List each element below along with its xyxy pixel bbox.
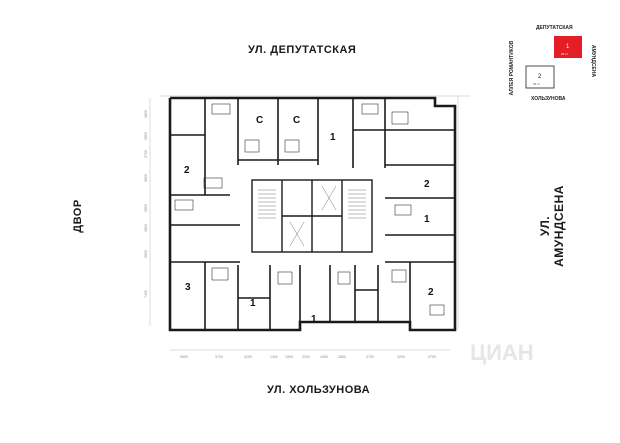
apartment-label: 2 [184,165,190,176]
minimap-section-1 [554,36,582,58]
dimension-label: 3700 [215,355,223,359]
dimension-label: 3600 [144,250,148,258]
left-dimensions: 4800 2800 2700 3600 2800 4800 3600 7400 [144,110,148,298]
dimension-label: 7400 [144,290,148,298]
apartment-label: 1 [250,298,256,309]
dimension-label: 3600 [180,355,188,359]
apartment-label: 3 [185,282,191,293]
dimension-label: 1900 [320,355,328,359]
dimension-label: 1900 [285,355,293,359]
dimension-label: 2800 [144,132,148,140]
apartment-label: 1 [424,214,430,225]
dimension-label: 3600 [144,174,148,182]
apartment-label: С [256,115,263,126]
fixtures [174,103,445,316]
site-minimap: 1 25 эт 2 25 эт [525,36,582,89]
dimension-label: 2800 [144,204,148,212]
inner-walls [170,98,455,330]
stair-hatch [258,185,366,247]
apartment-label: 2 [424,179,430,190]
dimension-label: 3200 [244,355,252,359]
dimension-label: 2800 [338,355,346,359]
apartment-label: 1 [330,132,336,143]
dimension-label: 2700 [428,355,436,359]
dimension-label: 4800 [144,224,148,232]
minimap-section-1-label: 1 [566,44,570,50]
building-core [251,179,373,253]
minimap-label-top: ДЕПУТАТСКАЯ [536,25,573,31]
watermark: ЦИАН [470,340,534,365]
dimension-label: 2200 [302,355,310,359]
minimap-section-2-label: 2 [538,74,542,80]
minimap-label-left: АЛЛЕЯ РОМАНТИКОВ [509,40,515,96]
minimap-label-bottom: ХОЛЬЗУНОВА [531,96,566,102]
outer-walls [168,96,457,332]
minimap-section-2 [525,65,555,89]
dimension-label: 3200 [397,355,405,359]
minimap-section-2-sub: 25 эт [533,82,541,86]
dimension-label: 4800 [144,110,148,118]
apartment-label: 1 [311,314,317,325]
minimap-label-right: АМУНДСЕНА [590,44,596,78]
minimap-section-1-sub: 25 эт [561,52,569,56]
street-label-top: УЛ. ДЕПУТАТСКАЯ [248,44,357,56]
apartment-label: 2 [428,287,434,298]
dimension-label: 2700 [144,150,148,158]
street-label-bottom: УЛ. ХОЛЬЗУНОВА [267,384,371,396]
dimension-label: 3700 [366,355,374,359]
dimension-label: 1400 [270,355,278,359]
apartment-label: С [293,115,300,126]
dimension-lines [149,95,470,351]
bottom-dimensions: 3600 3700 3200 1400 1900 2200 1900 2800 … [180,355,436,359]
